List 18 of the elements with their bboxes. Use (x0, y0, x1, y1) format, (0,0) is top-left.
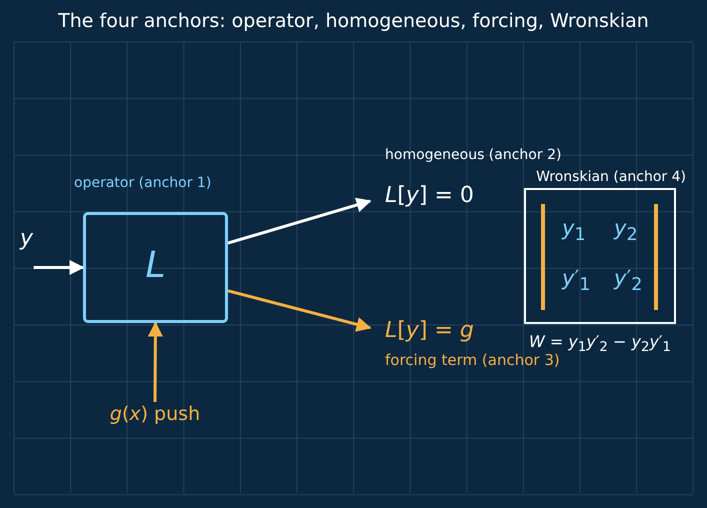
arrow (34, 260, 84, 275)
input-label: y (20, 226, 34, 252)
output-caption: forcing term (anchor 3) (385, 352, 560, 370)
arrow (228, 289, 372, 332)
operator-symbol: L (144, 245, 167, 286)
matrix-entry: y′$_{1}$ (562, 266, 590, 296)
diagram-title: The four anchors: operator, homogeneous, forcing, Wronskian (57, 11, 650, 33)
box-heading: Wronskian (anchor 4) (536, 169, 686, 186)
arrow (148, 322, 163, 402)
equation-label: L[y] = 0 (385, 183, 474, 208)
box-heading: operator (anchor 1) (74, 175, 212, 192)
matrix-entry: y$_{1}$ (562, 216, 586, 246)
matrix-entry: y$_{2}$ (614, 216, 638, 246)
matrix-entry: y′$_{2}$ (614, 266, 642, 296)
equation-label: L[y] = g (385, 318, 474, 344)
arrow (228, 198, 372, 245)
forcing-input-label: g(x) push (108, 404, 202, 426)
output-heading: homogeneous (anchor 2) (385, 147, 562, 164)
